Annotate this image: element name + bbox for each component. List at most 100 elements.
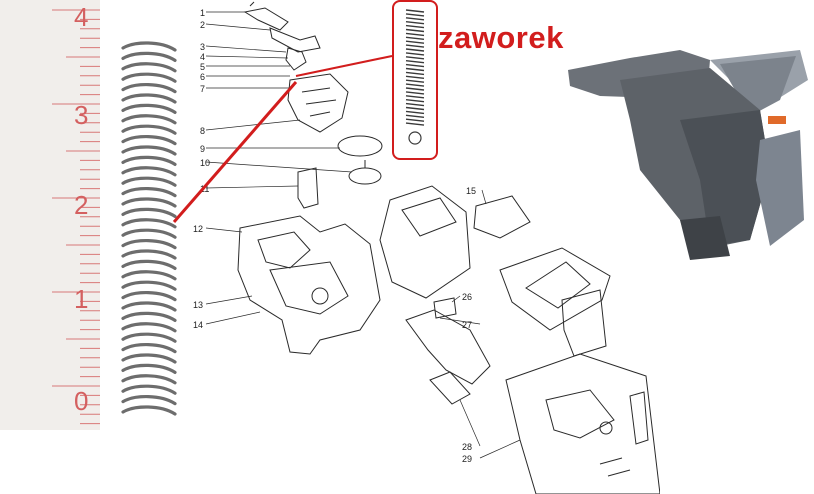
zoom-coil — [405, 13, 425, 17]
spring-coil — [121, 343, 177, 354]
ruler-number: 1 — [74, 284, 88, 314]
zoom-coil — [405, 114, 425, 118]
spring-coil — [121, 207, 177, 218]
zoom-coil — [405, 110, 425, 115]
spring-coil — [121, 155, 177, 166]
zoom-coil — [405, 122, 425, 126]
zoom-coil — [405, 60, 425, 64]
zoom-coil — [405, 63, 425, 68]
zoom-coil — [405, 52, 425, 56]
ruler-number: 4 — [74, 2, 88, 32]
spring-coil — [121, 363, 177, 374]
spring-coil — [121, 291, 177, 302]
spring-coil — [121, 311, 177, 322]
zoom-coil — [405, 79, 425, 83]
part-lever-top — [243, 1, 289, 31]
part-diaphragm — [348, 167, 382, 185]
zoom-coil — [405, 24, 425, 29]
spring-coil — [121, 301, 177, 312]
callout-number: 13 — [193, 300, 204, 310]
spring-coil — [121, 72, 177, 83]
callout-number: 26 — [462, 292, 473, 302]
zoom-coil — [405, 106, 425, 111]
callout-number: 15 — [466, 186, 477, 196]
spring-coil — [121, 332, 177, 343]
callout-number: 4 — [200, 52, 206, 62]
spring-coil — [121, 280, 177, 291]
callout-number: 9 — [200, 144, 206, 154]
zoom-coil — [405, 83, 425, 87]
spring-coil — [121, 93, 177, 104]
spring-coil — [121, 218, 177, 229]
zoom-coil — [405, 71, 425, 76]
callout-number: 28 — [462, 442, 473, 452]
callout-number: 2 — [200, 20, 206, 30]
callout-number: 5 — [200, 62, 206, 72]
spring-photo — [121, 41, 177, 416]
zoom-coil — [405, 44, 425, 48]
callout-number: 29 — [462, 454, 473, 464]
spring-zoom-box — [392, 0, 438, 160]
spring-coil — [121, 135, 177, 146]
spring-coil — [121, 384, 177, 395]
zoom-coil — [405, 67, 425, 72]
zoom-coil — [405, 48, 425, 52]
zoom-coil — [405, 75, 425, 79]
spring-coil — [121, 405, 177, 416]
callout-number: 12 — [193, 224, 204, 234]
zoom-coil — [405, 36, 425, 40]
zoom-coil — [405, 21, 425, 25]
zoom-coil — [405, 56, 425, 60]
callout-number: 14 — [193, 320, 204, 330]
callout-number: 6 — [200, 72, 206, 82]
part-bracket-26 — [473, 195, 531, 239]
spring-coil — [121, 374, 177, 385]
zoom-coil — [405, 28, 425, 33]
part-o-ring — [337, 135, 383, 157]
part-funnel — [499, 247, 611, 331]
part-frame — [237, 215, 381, 355]
zoom-coil — [405, 32, 425, 37]
spring-coil — [121, 145, 177, 156]
part-clip-27 — [433, 297, 457, 319]
spring-coil — [121, 239, 177, 250]
spring-coil — [121, 249, 177, 260]
spring-coil — [121, 114, 177, 125]
zoom-coil — [405, 40, 425, 44]
callout-number: 8 — [200, 126, 206, 136]
callout-number: 11 — [200, 184, 210, 194]
spring-coil — [121, 41, 177, 52]
spring-coil — [121, 270, 177, 281]
callout-number: 7 — [200, 84, 206, 94]
spring-coil — [121, 187, 177, 198]
spring-coil — [121, 228, 177, 239]
callout-number: 27 — [462, 320, 473, 330]
zoom-coil — [405, 95, 425, 99]
zoom-coil — [405, 99, 425, 103]
spring-coil — [121, 259, 177, 270]
part-lever-28 — [405, 309, 491, 385]
spring-coil — [121, 62, 177, 73]
spring-coil — [121, 83, 177, 94]
zoom-coil — [405, 91, 425, 95]
dispenser-unit-photo — [568, 50, 808, 260]
zoom-coil — [405, 87, 425, 91]
callout-number: 10 — [200, 158, 211, 168]
spring-coil — [121, 51, 177, 62]
spring-coil — [121, 322, 177, 333]
part-lever-2 — [269, 27, 321, 53]
part-housing — [379, 185, 471, 299]
zoom-coil — [405, 17, 425, 21]
spring-coil — [121, 124, 177, 135]
ruler-number: 2 — [74, 190, 88, 220]
part-bracket-12 — [297, 167, 319, 209]
part-lower-frame — [505, 353, 660, 494]
spring-coil — [121, 197, 177, 208]
spring-zoom-graphic — [405, 9, 425, 145]
spring-coil — [121, 176, 177, 187]
ruler-number: 3 — [74, 100, 88, 130]
callout-number: 1 — [200, 8, 206, 18]
part-valve-body — [287, 73, 349, 133]
